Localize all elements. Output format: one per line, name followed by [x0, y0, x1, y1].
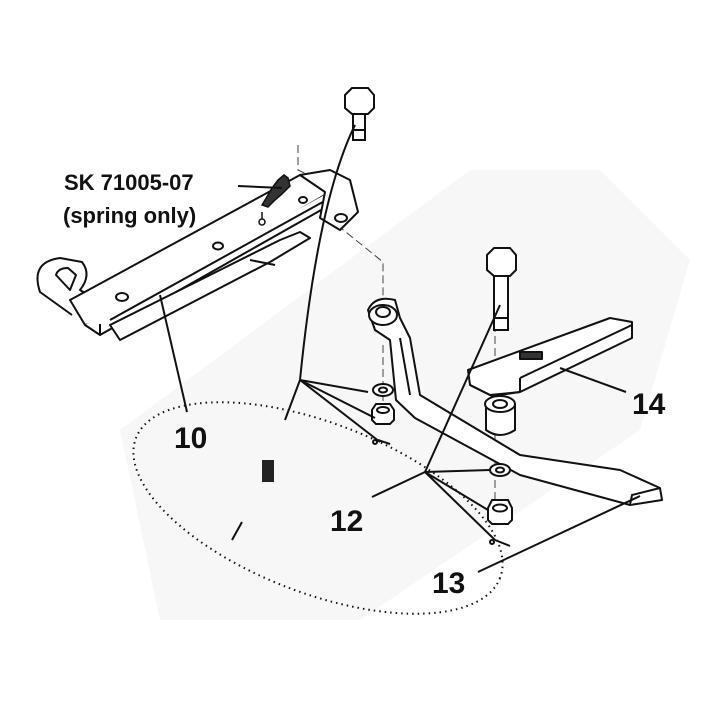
part-12-hardware-right — [487, 463, 513, 547]
spring-note: (spring only) — [63, 203, 197, 228]
part-13-swing-arm — [367, 297, 663, 506]
callout-12: 12 — [330, 505, 364, 538]
hub-bushing — [484, 395, 516, 436]
callout-13: 13 — [432, 567, 466, 600]
part-14-top-plate — [467, 317, 633, 397]
small-fragment-mark — [262, 460, 274, 482]
spring-coil — [258, 174, 291, 226]
part-12-hardware-left — [371, 383, 395, 445]
callout-14: 14 — [632, 388, 666, 421]
tick-mark — [231, 521, 243, 541]
bolt-right — [486, 247, 517, 331]
leader-lines — [159, 124, 641, 573]
bolt-left — [344, 87, 375, 141]
callout-10: 10 — [174, 422, 208, 455]
spring-part-number: SK 71005-07 — [64, 170, 194, 195]
dotted-group-ellipse — [132, 401, 504, 615]
